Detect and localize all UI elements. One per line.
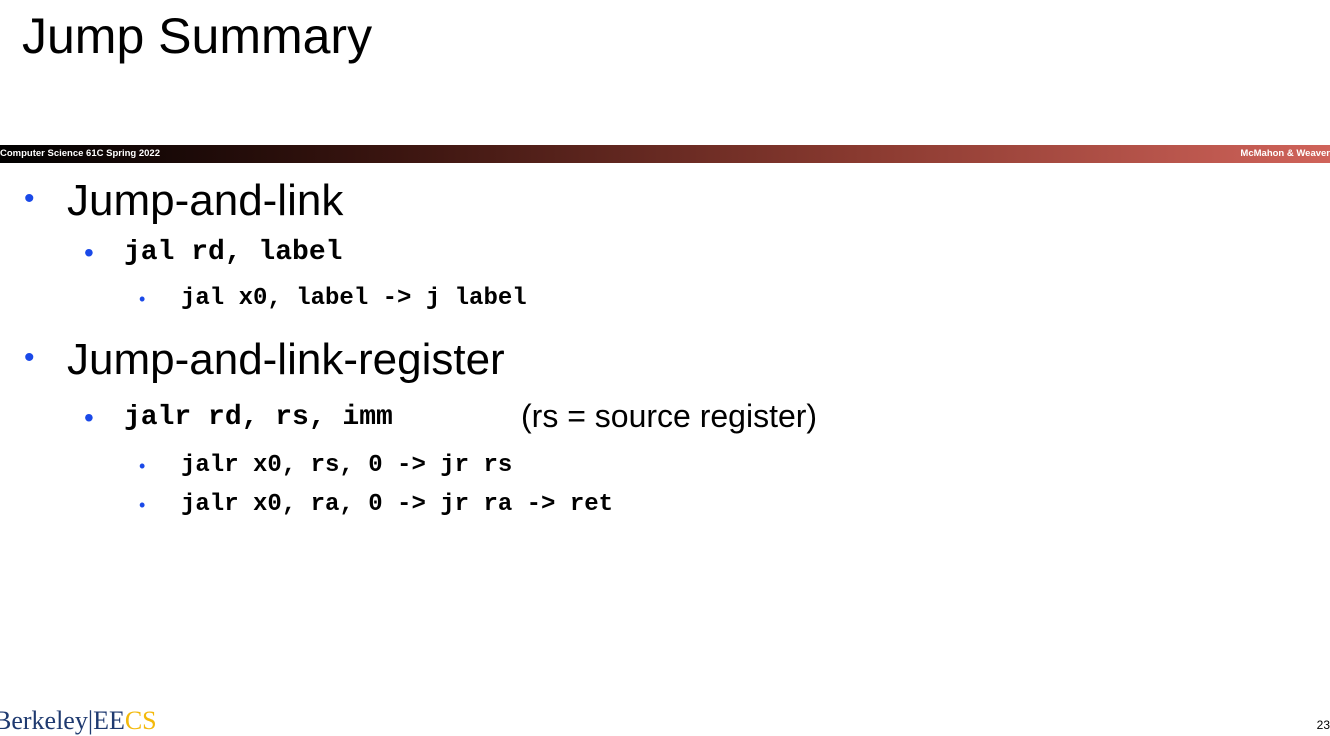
bullet-dot: • [139, 456, 146, 476]
slide-title: Jump Summary [22, 8, 373, 64]
bullet-dot: • [139, 289, 146, 309]
logo-separator: | [87, 706, 94, 735]
code-text: jalr x0, ra, 0 -> jr ra -> ret [181, 491, 614, 518]
header-banner: Computer Science 61C Spring 2022 McMahon… [0, 145, 1330, 163]
berkeley-eecs-logo: Berkeley|EECS [0, 706, 157, 736]
bullet-dot: • [84, 402, 94, 433]
page-number: 23 [1316, 718, 1330, 732]
bullet-dot: • [84, 237, 94, 268]
authors-label: McMahon & Weaver [1240, 148, 1330, 159]
code-text: jal x0, label -> j label [181, 285, 527, 312]
course-label: Computer Science 61C Spring 2022 [0, 148, 160, 159]
bullet-dot: • [139, 495, 146, 515]
logo-cs: CS [124, 706, 157, 735]
code-text: jal rd, label [124, 237, 343, 268]
bullet-dot: • [24, 182, 35, 215]
bullet-text: Jump-and-link-register [67, 335, 505, 384]
code-text: jalr rd, rs, imm [124, 402, 393, 433]
logo-ee: EE [93, 706, 125, 735]
note-text: (rs = source register) [521, 398, 818, 434]
logo-berkeley: Berkeley [0, 706, 88, 735]
bullet-dot: • [24, 341, 35, 374]
code-text: jalr x0, rs, 0 -> jr rs [181, 452, 513, 479]
bullet-text: Jump-and-link [67, 176, 344, 225]
